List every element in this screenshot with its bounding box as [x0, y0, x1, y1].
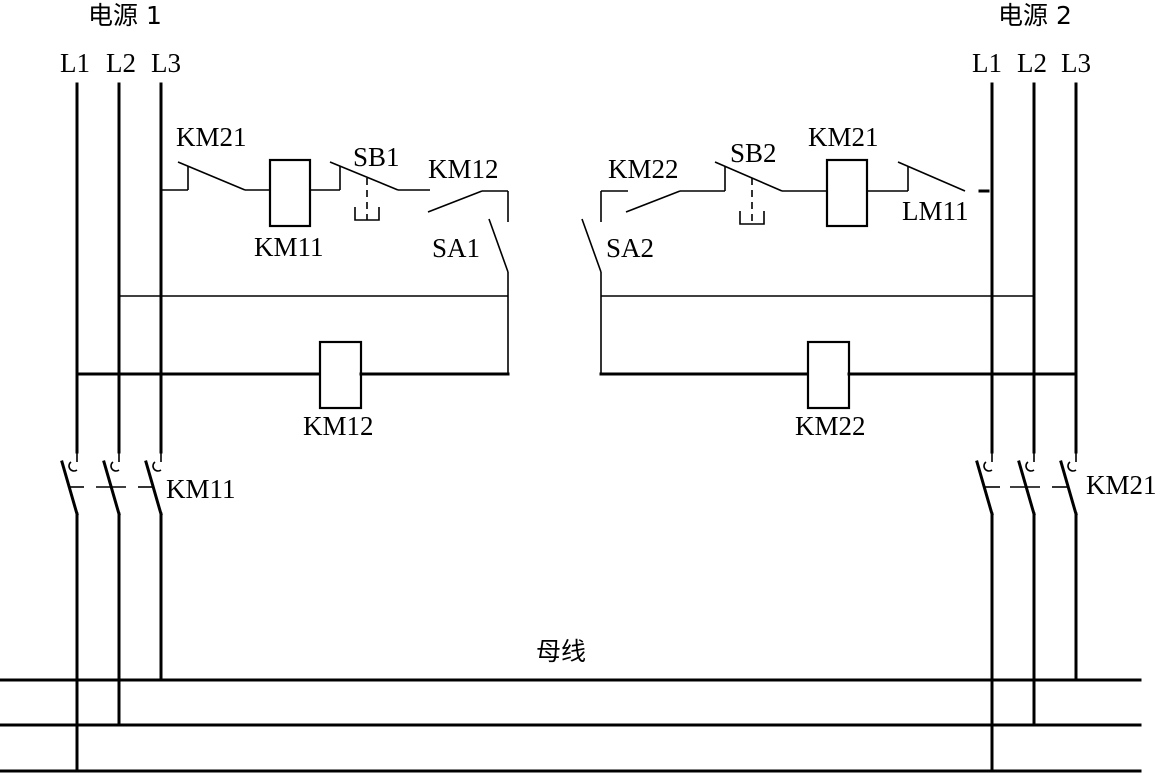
km21-interlock-label: KM21 [176, 122, 247, 152]
source2-phase-l2-label: L2 [1017, 48, 1047, 78]
km21-pole3-blade [1059, 460, 1078, 516]
sa2-label: SA2 [606, 233, 654, 263]
km11-pole1-blade [60, 460, 79, 516]
source1-phase-lines [75, 82, 163, 772]
sb1-button-icon [354, 207, 380, 221]
km21-pole2-blade [1017, 460, 1036, 516]
km11-coil-label: KM11 [254, 232, 324, 262]
km12-relay-coil [318, 340, 363, 410]
km21-pole2-arc [1025, 452, 1035, 472]
busbar-label: 母线 [536, 637, 586, 666]
km22-no-blade [625, 190, 681, 213]
km11-pole2-arc [110, 452, 120, 472]
sa1-label: SA1 [432, 233, 480, 263]
km11-pole3-blade [144, 460, 163, 516]
source1-phase-l1-label: L1 [60, 48, 90, 78]
source1-title: 电源 1 [88, 1, 162, 30]
km21-nc-blade [177, 161, 246, 191]
source1-phase-l3-label: L3 [151, 48, 181, 78]
source2-phase-l3-label: L3 [1061, 48, 1091, 78]
km21-pole3-arc [1067, 452, 1077, 472]
km11-main-contacts [60, 452, 163, 516]
sb1-blade [329, 161, 399, 191]
km21-main-contacts [975, 452, 1078, 516]
source1-phase-l2-label: L2 [106, 48, 136, 78]
km21-coil-label: KM21 [808, 122, 879, 152]
km12-no-blade [427, 190, 483, 213]
km11-pole3-arc [152, 452, 162, 472]
source1-control-circuit [75, 158, 510, 410]
km21-main-label: KM21 [1086, 470, 1157, 500]
sb2-label: SB2 [730, 138, 777, 168]
km12-coil-label: KM12 [303, 411, 374, 441]
busbar [0, 678, 1142, 773]
km12-contact-label: KM12 [428, 154, 499, 184]
km11-coil [268, 158, 312, 228]
sb1-label: SB1 [353, 142, 400, 172]
source2-title: 电源 2 [998, 1, 1072, 30]
source2-phase-l1-label: L1 [972, 48, 1002, 78]
sb2-button-icon [739, 211, 765, 225]
sb2-blade [714, 161, 783, 192]
sa1-blade [488, 218, 509, 273]
source2-phase-lines [990, 82, 1078, 772]
km22-contact-label: KM22 [608, 154, 679, 184]
km21-pole1-blade [975, 460, 994, 516]
km11-main-label: KM11 [166, 474, 236, 504]
source2-control-circuit [581, 158, 1078, 410]
km22-coil-label: KM22 [795, 411, 866, 441]
sa2-blade [581, 218, 602, 273]
km22-relay-coil [806, 340, 851, 410]
lm11-blade [897, 161, 966, 192]
km21-pole1-arc [983, 452, 993, 472]
km11-pole1-arc [68, 452, 78, 472]
km21-coil [825, 158, 869, 228]
lm11-interlock-label: LM11 [902, 196, 969, 226]
km11-pole2-blade [102, 460, 121, 516]
